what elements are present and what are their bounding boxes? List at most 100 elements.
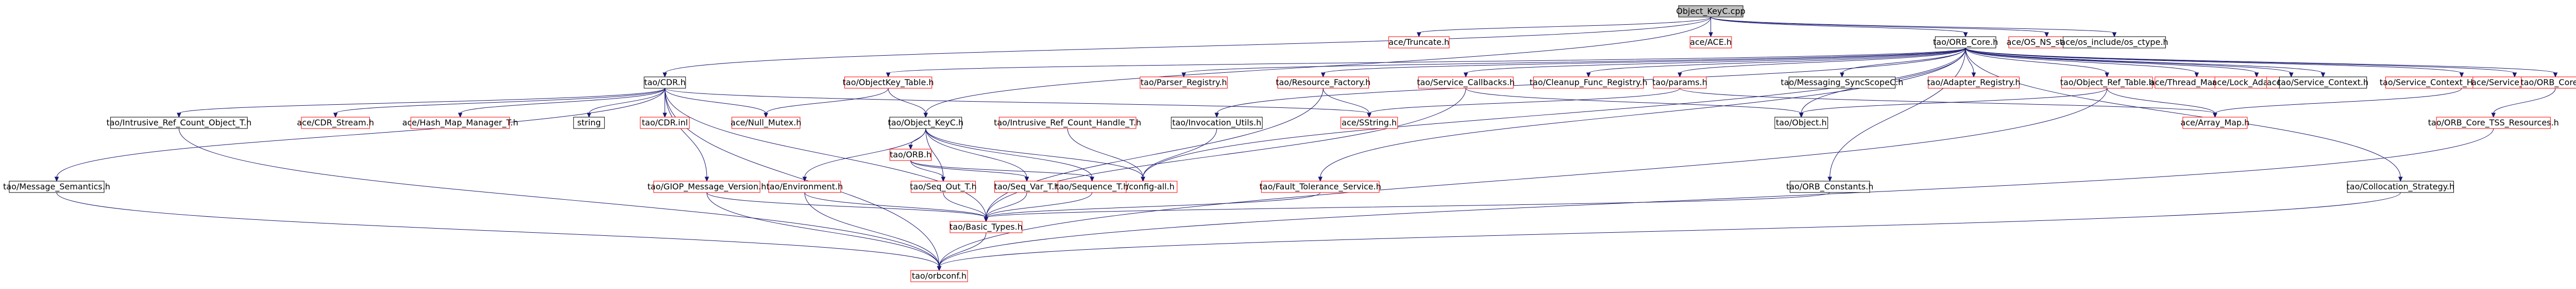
node-ace-ace[interactable]: ace/ACE.h	[1689, 36, 1732, 49]
edge-message_semantics-to-orbconf	[56, 192, 940, 267]
node-cdr-inl[interactable]: tao/CDR.inl	[640, 117, 690, 129]
edge-invocation_utils-to-config_all	[1143, 128, 1217, 178]
node-array-map[interactable]: ace/Array_Map.h	[2180, 117, 2249, 129]
node-intrusive-ref-count-handle[interactable]: tao/Intrusive_Ref_Count_Handle_T.h	[994, 117, 1141, 129]
edge-arrowhead	[54, 176, 59, 182]
node-objectkey-table[interactable]: tao/ObjectKey_Table.h	[843, 76, 934, 89]
node-cdr[interactable]: tao/CDR.h	[643, 76, 686, 89]
node-string[interactable]: string	[573, 117, 605, 129]
edge-orb_h-to-seq_out	[910, 160, 944, 178]
node-cdr-stream[interactable]: ace/CDR_Stream.h	[297, 117, 374, 129]
edge-arrowhead	[2044, 32, 2049, 38]
node-resource-factory[interactable]: tao/Resource_Factory.h	[1276, 76, 1370, 89]
edge-arrowhead	[1586, 72, 1591, 78]
node-object-keyc[interactable]: tao/Object_KeyC.h	[888, 117, 963, 129]
edge-object_keyc-to-seq_out	[925, 128, 944, 178]
node-object-ref-table[interactable]: tao/Object_Ref_Table.h	[2060, 76, 2154, 89]
node-label: ace/Truncate.h	[1388, 37, 1449, 47]
edge-params-to-sstring	[1369, 88, 1681, 114]
edge-arrowhead	[704, 176, 709, 182]
edge-orb_core-to-objectkey_table	[888, 47, 1966, 74]
node-parser-registry[interactable]: tao/Parser_Registry.h	[1140, 76, 1228, 89]
node-box	[2347, 181, 2454, 193]
node-hash-map-manager[interactable]: ace/Hash_Map_Manager_T.h	[402, 117, 518, 129]
node-basic-types[interactable]: tao/Basic_Types.h	[950, 221, 1023, 233]
edge-arrowhead	[984, 217, 989, 222]
node-label: tao/GIOP_Message_Version.h	[648, 182, 767, 192]
node-box	[643, 76, 686, 89]
edge-arrowhead	[1677, 72, 1682, 78]
edge-arrowhead	[2194, 72, 2199, 78]
node-label: tao/orbconf.h	[912, 271, 967, 281]
node-cleanup-func-registry[interactable]: tao/Cleanup_Func_Registry.h	[1530, 76, 1648, 89]
edge-arrowhead	[908, 145, 913, 150]
edge-root-to-cdr	[664, 17, 1711, 74]
node-null-mutex[interactable]: ace/Null_Mutex.h	[731, 117, 801, 129]
node-orb-h[interactable]: tao/ORB.h	[889, 149, 932, 161]
node-orb-constants[interactable]: tao/ORB_Constants.h	[1786, 181, 1873, 193]
edge-orb_core-to-service_callbacks	[1465, 47, 1966, 74]
edge-arrowhead	[764, 113, 768, 118]
node-adapter-registry[interactable]: tao/Adapter_Registry.h	[1927, 76, 2021, 89]
node-label: ace/ACE.h	[1690, 37, 1732, 47]
node-label: tao/CDR.inl	[642, 118, 688, 127]
node-ace-truncate[interactable]: ace/Truncate.h	[1388, 36, 1450, 49]
edge-orb_core-to-collocation_strategy	[1965, 47, 2401, 178]
node-seq-var[interactable]: tao/Seq_Var_T.h	[994, 181, 1060, 193]
node-giop-message-version[interactable]: tao/GIOP_Message_Version.h	[648, 181, 767, 193]
node-orb-core[interactable]: tao/ORB_Core.h	[1933, 36, 1998, 49]
edge-object_keyc-to-seq_var	[925, 128, 1027, 178]
node-label: tao/ORB_Core.h	[1933, 37, 1998, 47]
node-box	[653, 181, 760, 193]
node-box	[410, 117, 510, 129]
node-orb-core-tss[interactable]: tao/ORB_Core_TSS_Resources.h	[2428, 117, 2559, 129]
node-params[interactable]: tao/params.h	[1652, 76, 1707, 89]
node-intrusive-ref-count-object[interactable]: tao/Intrusive_Ref_Count_Object_T.h	[106, 117, 251, 129]
node-tao-object[interactable]: tao/Object.h	[1774, 117, 1828, 129]
node-orbconf[interactable]: tao/orbconf.h	[910, 270, 968, 282]
edge-object_ref_table-to-array_map	[2107, 88, 2215, 114]
node-box	[2182, 117, 2248, 129]
node-os-include-ctype[interactable]: ace/os_include/os_ctype.h	[2060, 36, 2168, 49]
node-collocation-strategy[interactable]: tao/Collocation_Strategy.h	[2347, 181, 2455, 193]
edge-arrowhead	[458, 113, 463, 118]
node-sequence-t[interactable]: tao/Sequence_T.h	[1056, 181, 1128, 193]
node-box	[1140, 76, 1228, 89]
edge-orb_core-to-orb_core_inl	[1965, 47, 2556, 74]
node-label: tao/ORB.h	[890, 150, 931, 159]
node-box	[1341, 117, 1398, 129]
edge-arrowhead	[1799, 113, 1804, 118]
node-label: tao/Service_Callbacks.h	[1417, 77, 1515, 88]
node-box	[1277, 76, 1369, 89]
edge-arrowhead	[923, 113, 928, 118]
node-label: tao/Environment.h	[767, 182, 843, 191]
edge-seq_var-to-basic_types	[986, 192, 1027, 218]
node-service-config-tao[interactable]: tao/Service_Context.h	[2278, 76, 2368, 89]
edge-orb_core-to-fault_tolerance	[1320, 47, 1966, 178]
node-environment[interactable]: tao/Environment.h	[767, 181, 843, 193]
node-messaging-syncscope[interactable]: tao/Messaging_SyncScopeC.h	[1781, 76, 1903, 89]
edge-resource_factory-to-basic_types	[986, 88, 1324, 218]
node-invocation-utils[interactable]: tao/Invocation_Utils.h	[1171, 117, 1263, 129]
node-service-callbacks[interactable]: tao/Service_Callbacks.h	[1417, 76, 1515, 89]
node-message-semantics[interactable]: tao/Message_Semantics.h	[3, 181, 110, 193]
node-label: tao/Collocation_Strategy.h	[2347, 182, 2455, 192]
edge-arrowhead	[937, 266, 942, 271]
edge-giop_message_version-to-orbconf	[706, 192, 940, 267]
edge-seq_out-to-basic_types	[943, 192, 987, 218]
edge-cdr-to-basic_types	[664, 88, 987, 218]
edge-arrowhead	[2491, 113, 2496, 118]
edge-orb_core-to-cleanup_func_registry	[1588, 47, 1966, 74]
edge-arrowhead	[1963, 32, 1968, 38]
node-label: ace/Null_Mutex.h	[731, 118, 801, 128]
edge-cdr-to-hash_map_manager	[460, 88, 665, 114]
node-fault-tolerance[interactable]: tao/Fault_Tolerance_Service.h	[1260, 181, 1381, 193]
edge-arrowhead	[2105, 72, 2109, 78]
edge-orb_core-to-parser_registry	[1183, 47, 1966, 74]
node-orb-core-inl[interactable]: tao/ORB_Core.inl	[2520, 76, 2576, 89]
node-seq-out[interactable]: tao/Seq_Out_T.h	[910, 181, 977, 193]
node-box	[889, 117, 962, 129]
edge-orb_core-to-ace_service_config	[1965, 47, 2515, 74]
edge-root-to-ace_truncate	[1418, 17, 1711, 34]
node-sstring[interactable]: ace/SString.h	[1341, 117, 1398, 129]
